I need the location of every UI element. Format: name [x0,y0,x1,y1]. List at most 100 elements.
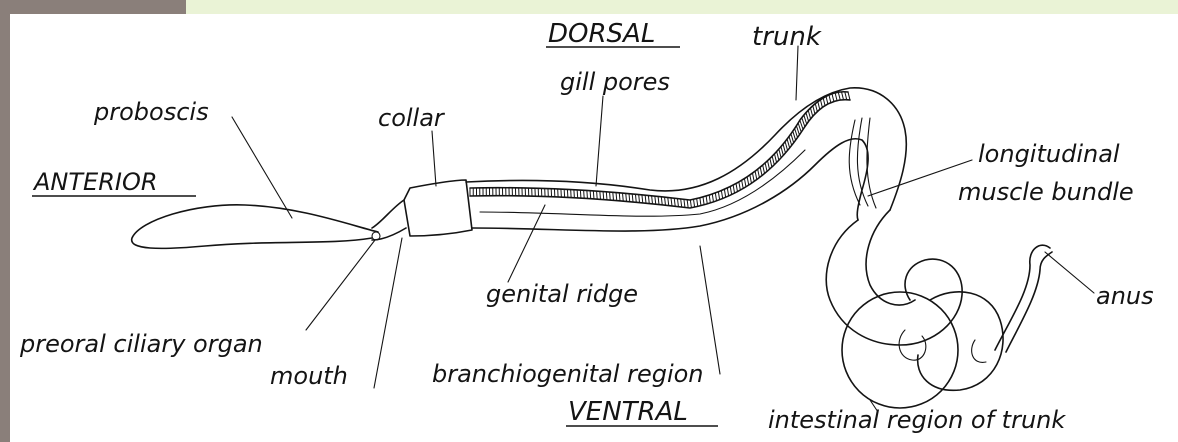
label-ventral: VENTRAL [568,397,688,427]
frame-top-left [0,0,186,14]
labels: DORSAL trunk gill pores proboscis collar… [19,19,1154,434]
gill-hatch-mark [658,196,659,204]
gill-hatch-mark [590,191,591,199]
gill-hatch-mark [724,189,725,197]
gill-hatch-mark [629,194,630,202]
gill-hatch-mark [760,167,762,175]
gill-hatch-mark [610,192,611,200]
gill-hatch-mark [777,152,779,161]
gill-hatch-mark [715,193,716,201]
gill-hatch-mark [574,190,575,198]
gill-hatch-mark [648,195,649,203]
label-genital-ridge: genital ridge [486,280,638,308]
gill-hatch-mark [674,198,675,206]
gill-hatch-mark [739,182,740,190]
gill-hatch-mark [697,199,698,207]
gill-hatch-mark [783,144,785,153]
leader-genital [508,205,545,282]
gill-hatch-mark [829,95,831,103]
gill-hatch-mark [616,193,617,201]
gill-hatch-mark [818,102,820,110]
gill-hatch-mark [727,188,728,196]
label-dorsal: DORSAL [548,19,655,49]
gill-hatch-mark [768,161,770,170]
gill-hatch-mark [632,194,633,202]
gill-hatch-mark [802,118,805,127]
leader-gill-pores [596,96,603,186]
gill-hatch-mark [577,190,578,198]
label-anus: anus [1096,282,1154,310]
gill-hatch-mark [736,184,737,192]
gill-hatch-mark [791,134,794,143]
gill-hatch-mark [750,175,752,183]
gill-hatch-mark [700,198,701,206]
gill-hatch-mark [838,92,840,100]
leader-mouth [374,238,402,388]
label-collar: collar [378,104,446,132]
label-mouth: mouth [270,362,348,390]
leader-preoral [306,240,375,330]
gill-hatch-mark [815,104,817,112]
mouth-opening [372,232,380,240]
label-longitudinal-1: longitudinal [978,140,1120,168]
gill-hatch-mark [744,179,746,187]
gill-hatch-mark [808,110,810,119]
gill-hatch-mark [600,191,601,199]
gill-hatch-mark [668,197,669,205]
gill-hatch-mark [763,165,765,173]
gill-hatch-mark [795,128,798,137]
gill-hatch-mark [835,93,837,101]
label-branchiogenital: branchiogenital region [432,360,704,388]
gill-hatch-mark [712,194,713,202]
gill-hatch-mark [765,163,767,171]
gill-hatch-mark [677,199,678,207]
gill-hatch-mark [671,198,672,206]
gill-hatch-mark [665,197,666,205]
gill-hatch-mark [826,96,828,104]
gill-hatch-mark [584,190,585,198]
gill-hatch-mark [684,199,685,207]
gill-hatch-mark [804,115,807,124]
gill-hatch-mark [832,94,834,102]
gill-hatch-mark [655,196,656,204]
gill-hatch-mark [787,139,790,148]
proboscis-outline [132,205,378,249]
label-trunk: trunk [752,22,822,52]
gill-hatch-mark [606,192,607,200]
collar-outline [404,180,472,236]
gill-hatch-mark [823,98,825,106]
gill-hatch-mark [619,193,620,201]
gill-hatch-mark [687,200,688,208]
gill-hatch-mark [755,171,757,179]
gill-hatch-mark [730,187,731,195]
gill-hatch-mark [613,192,614,200]
leader-proboscis [232,117,292,218]
intestine-coil-spiral-2 [972,340,986,362]
gill-hatch-mark [681,199,682,207]
gill-hatch-mark [623,193,624,201]
gill-hatch-mark [774,154,776,163]
gill-hatch-mark [758,169,760,177]
gill-hatch-mark [810,108,812,116]
leader-longitudinal [868,160,972,196]
leader-anus [1045,252,1094,293]
gill-hatch-mark [842,92,844,100]
gill-hatch-mark [597,191,598,199]
gill-hatch-mark [690,200,691,208]
gill-hatch-mark [770,158,772,167]
gill-hatch-mark [709,195,710,203]
gill-hatch-mark [779,149,781,158]
gill-hatch-mark [747,177,749,185]
proboscis-stalk [372,200,406,240]
muscle-bundle-1 [849,120,860,205]
gill-hatch-mark [813,106,815,114]
gill-hatch-mark [820,100,822,108]
gill-hatch-mark [635,194,636,202]
label-gill-pores: gill pores [560,68,670,96]
label-proboscis: proboscis [93,98,209,126]
gill-hatch-mark [742,180,744,188]
gill-hatch-mark [721,191,722,199]
label-longitudinal-2: muscle bundle [958,178,1134,206]
